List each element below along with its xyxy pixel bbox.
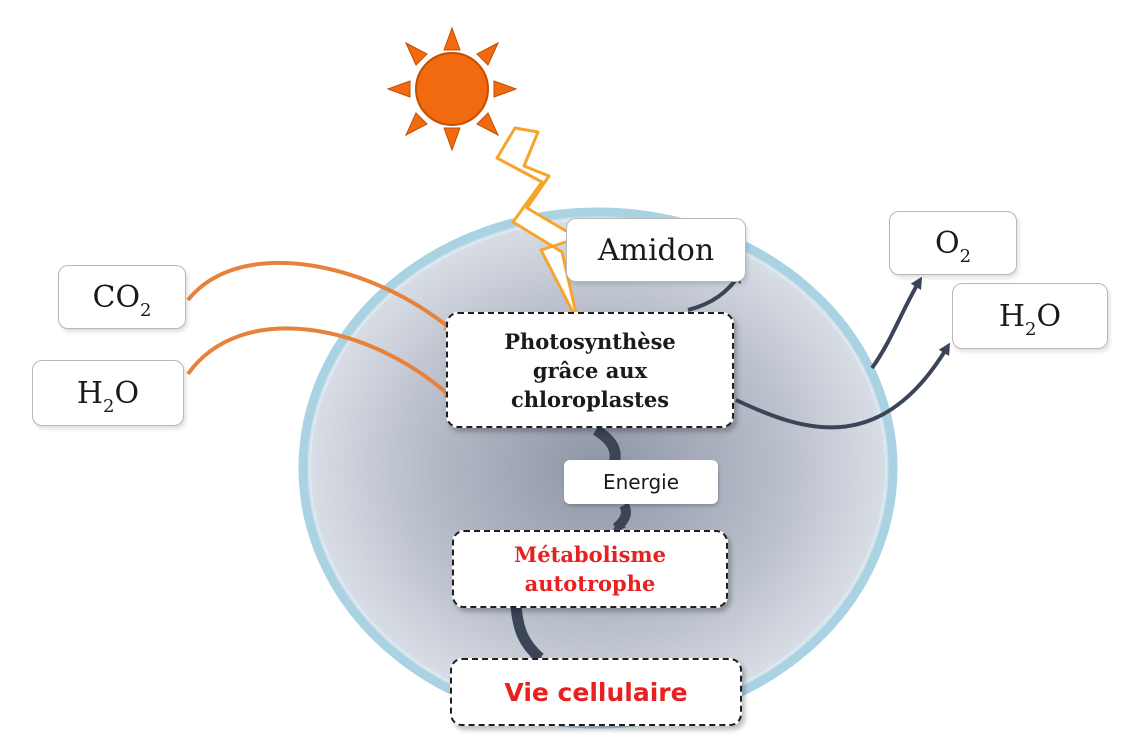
lightning-icon (495, 126, 580, 324)
metabolisme-line-2: autotrophe (524, 571, 656, 596)
co2-label: CO2 (92, 279, 152, 321)
photosynthesis-line-1: Photosynthèse (504, 328, 676, 354)
arrow-co2-to-photosynthesis (186, 260, 455, 332)
co2-input-box: CO2 (58, 265, 186, 329)
arrow-metabolisme-to-vie (510, 605, 544, 663)
vie-cellulaire-box: Vie cellulaire (450, 658, 742, 726)
o2-output-box: O2 (889, 211, 1017, 275)
metabolisme-line-1: Métabolisme (514, 542, 666, 567)
h2o-output-box: H2O (952, 283, 1108, 349)
h2o-input-label: H2O (76, 375, 140, 417)
energie-label-box: Energie (564, 460, 718, 504)
arrow-to-o2 (870, 276, 923, 370)
h2o-input-box: H2O (32, 360, 184, 426)
vie-cellulaire-label: Vie cellulaire (504, 677, 688, 707)
arrow-h2o-to-photosynthesis (186, 326, 455, 401)
photosynthesis-box: Photosynthèse grâce aux chloroplastes (446, 312, 734, 428)
arrow-photosynthesis-to-h2o (735, 342, 951, 430)
o2-label: O2 (934, 225, 972, 267)
amidon-label: Amidon (597, 232, 715, 268)
photosynthesis-line-3: chloroplastes (510, 386, 670, 412)
photosynthesis-line-2: grâce aux (532, 357, 648, 383)
amidon-output-box: Amidon (566, 218, 746, 282)
arrow-energie-to-metabolisme (612, 502, 631, 532)
energie-label: Energie (602, 470, 680, 494)
sun-icon (386, 26, 518, 152)
metabolisme-box: Métabolisme autotrophe (452, 530, 728, 608)
h2o-output-label: H2O (998, 298, 1062, 340)
